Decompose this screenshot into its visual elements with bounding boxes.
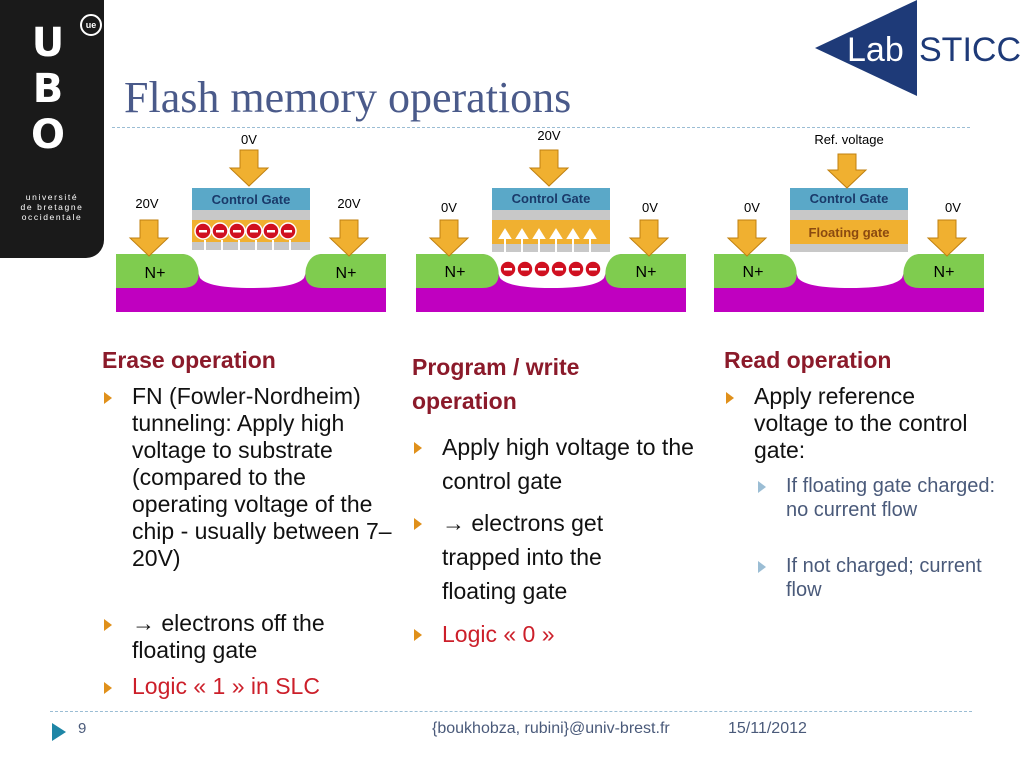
read-sub-bullet-2-text: If not charged; current flow <box>786 555 982 601</box>
tunnel-oxide <box>492 244 610 252</box>
control-gate-label: Control Gate <box>512 191 591 206</box>
right-voltage-label: 0V <box>945 200 961 215</box>
program-heading: Program / write operation <box>412 354 580 414</box>
n-plus-left-label: N+ <box>743 264 764 281</box>
n-region-right <box>305 254 386 288</box>
right-voltage-arrow <box>628 219 670 257</box>
n-plus-left-label: N+ <box>445 264 466 281</box>
program-bullet-2-text: → electrons get trapped into the floatin… <box>442 510 604 604</box>
bullet-marker <box>726 392 734 404</box>
n-region-right <box>903 254 984 288</box>
left-voltage-arrow <box>128 219 170 257</box>
oxide-layer <box>192 210 310 220</box>
erase-bullet-3-text: Logic « 1 » in SLC <box>132 673 320 699</box>
bullet-marker <box>414 442 422 454</box>
n-plus-right-label: N+ <box>636 264 657 281</box>
left-voltage-label: 0V <box>744 200 760 215</box>
left-voltage-arrow <box>428 219 470 257</box>
logo-letter-b: B <box>32 66 64 112</box>
right-voltage-label: 20V <box>337 196 360 211</box>
top-voltage-arrow <box>826 153 868 189</box>
tunnel-oxide <box>192 242 310 250</box>
footer-date: 15/11/2012 <box>728 720 807 737</box>
erase-heading: Erase operation <box>102 347 276 373</box>
program-bullet-1-text: Apply high voltage to the control gate <box>442 434 694 494</box>
sticc-text: STICC <box>919 31 1021 69</box>
logo-superscript: ue <box>80 14 102 36</box>
bullet-marker <box>414 518 422 530</box>
university-name-line-3: occidentale <box>21 212 83 222</box>
left-voltage-arrow <box>726 219 768 257</box>
sub-bullet-marker <box>758 481 766 493</box>
n-region-left <box>416 254 499 288</box>
bullet-marker <box>104 682 112 694</box>
top-voltage-label: 0V <box>241 132 257 147</box>
control-gate-label: Control Gate <box>810 191 889 206</box>
control-gate <box>492 188 610 210</box>
university-name-line-1: université <box>25 192 79 202</box>
footer-email: {boukhobza, rubini}@univ-brest.fr <box>432 720 670 737</box>
substrate <box>714 288 984 312</box>
erase-bullet-2-text: → electrons off the floating gate <box>132 610 325 663</box>
n-plus-left-label: N+ <box>145 265 166 282</box>
sub-bullet-marker <box>758 561 766 573</box>
right-voltage-arrow <box>328 219 370 257</box>
program-bullet-3-text: Logic « 0 » <box>442 621 555 647</box>
university-logo <box>0 0 104 258</box>
electrons <box>499 260 602 278</box>
substrate <box>116 288 386 312</box>
page-number: 9 <box>78 720 87 737</box>
university-logo-letters: U B O <box>18 20 78 158</box>
bullet-marker <box>414 629 422 641</box>
university-name: université de bretagne occidentale <box>10 192 94 222</box>
lab-dash: - <box>906 31 917 69</box>
lab-text: Lab <box>847 31 904 69</box>
read-diagram: Control Gate Floating gate Ref. voltage … <box>714 132 984 312</box>
tunnel-oxide <box>790 244 908 252</box>
erase-bullet-1-text: FN (Fowler-Nordheim) tunneling: Apply hi… <box>132 383 392 571</box>
footer-divider <box>50 711 972 712</box>
erase-diagram: Control Gate 0V 20V 20V N+ N+ <box>116 132 386 312</box>
substrate <box>416 288 686 312</box>
oxide-layer <box>492 210 610 220</box>
lab-sticc-logo: Lab - STICC <box>815 0 1021 96</box>
top-voltage-label: Ref. voltage <box>814 132 883 147</box>
lab-sticc-triangle <box>815 0 917 96</box>
top-voltage-arrow <box>228 149 270 187</box>
right-voltage-label: 0V <box>642 200 658 215</box>
read-bullet-1-text: Apply reference voltage to the control g… <box>754 383 968 463</box>
title-divider <box>112 127 970 128</box>
control-gate <box>192 188 310 210</box>
control-gate <box>790 188 908 210</box>
n-plus-right-label: N+ <box>934 264 955 281</box>
top-voltage-label: 20V <box>537 128 560 143</box>
footer-triangle-icon <box>52 723 66 741</box>
logo-letter-u: U <box>31 20 65 66</box>
control-gate-label: Control Gate <box>212 192 291 207</box>
right-voltage-arrow <box>926 219 968 257</box>
floating-gate-label: Floating gate <box>809 225 890 240</box>
read-heading: Read operation <box>724 347 892 373</box>
university-name-line-2: de bretagne <box>20 202 84 212</box>
n-region-left <box>116 254 199 288</box>
n-region-right <box>605 254 686 288</box>
n-plus-right-label: N+ <box>336 265 357 282</box>
n-region-left <box>714 254 797 288</box>
electron-signs <box>199 230 292 233</box>
program-diagram: Control Gate 20V 0V 0V N+ N+ <box>416 128 686 312</box>
electron-flow-arrows-up <box>498 228 597 262</box>
read-sub-bullet-1-text: If floating gate charged: no current flo… <box>786 475 996 521</box>
left-voltage-label: 20V <box>135 196 158 211</box>
electron-flow-arrows-down <box>198 240 297 274</box>
slide-title: Flash memory operations <box>124 73 572 122</box>
top-voltage-arrow <box>528 149 570 187</box>
erase-bullet-1: FN (Fowler-Nordheim) tunneling: Apply hi… <box>104 383 394 603</box>
left-voltage-label: 0V <box>441 200 457 215</box>
logo-letter-o: O <box>30 112 65 158</box>
oxide-layer <box>790 210 908 220</box>
floating-gate <box>790 220 908 244</box>
bullet-marker <box>104 619 112 631</box>
bullet-marker <box>104 392 112 404</box>
electron-signs <box>504 268 597 271</box>
